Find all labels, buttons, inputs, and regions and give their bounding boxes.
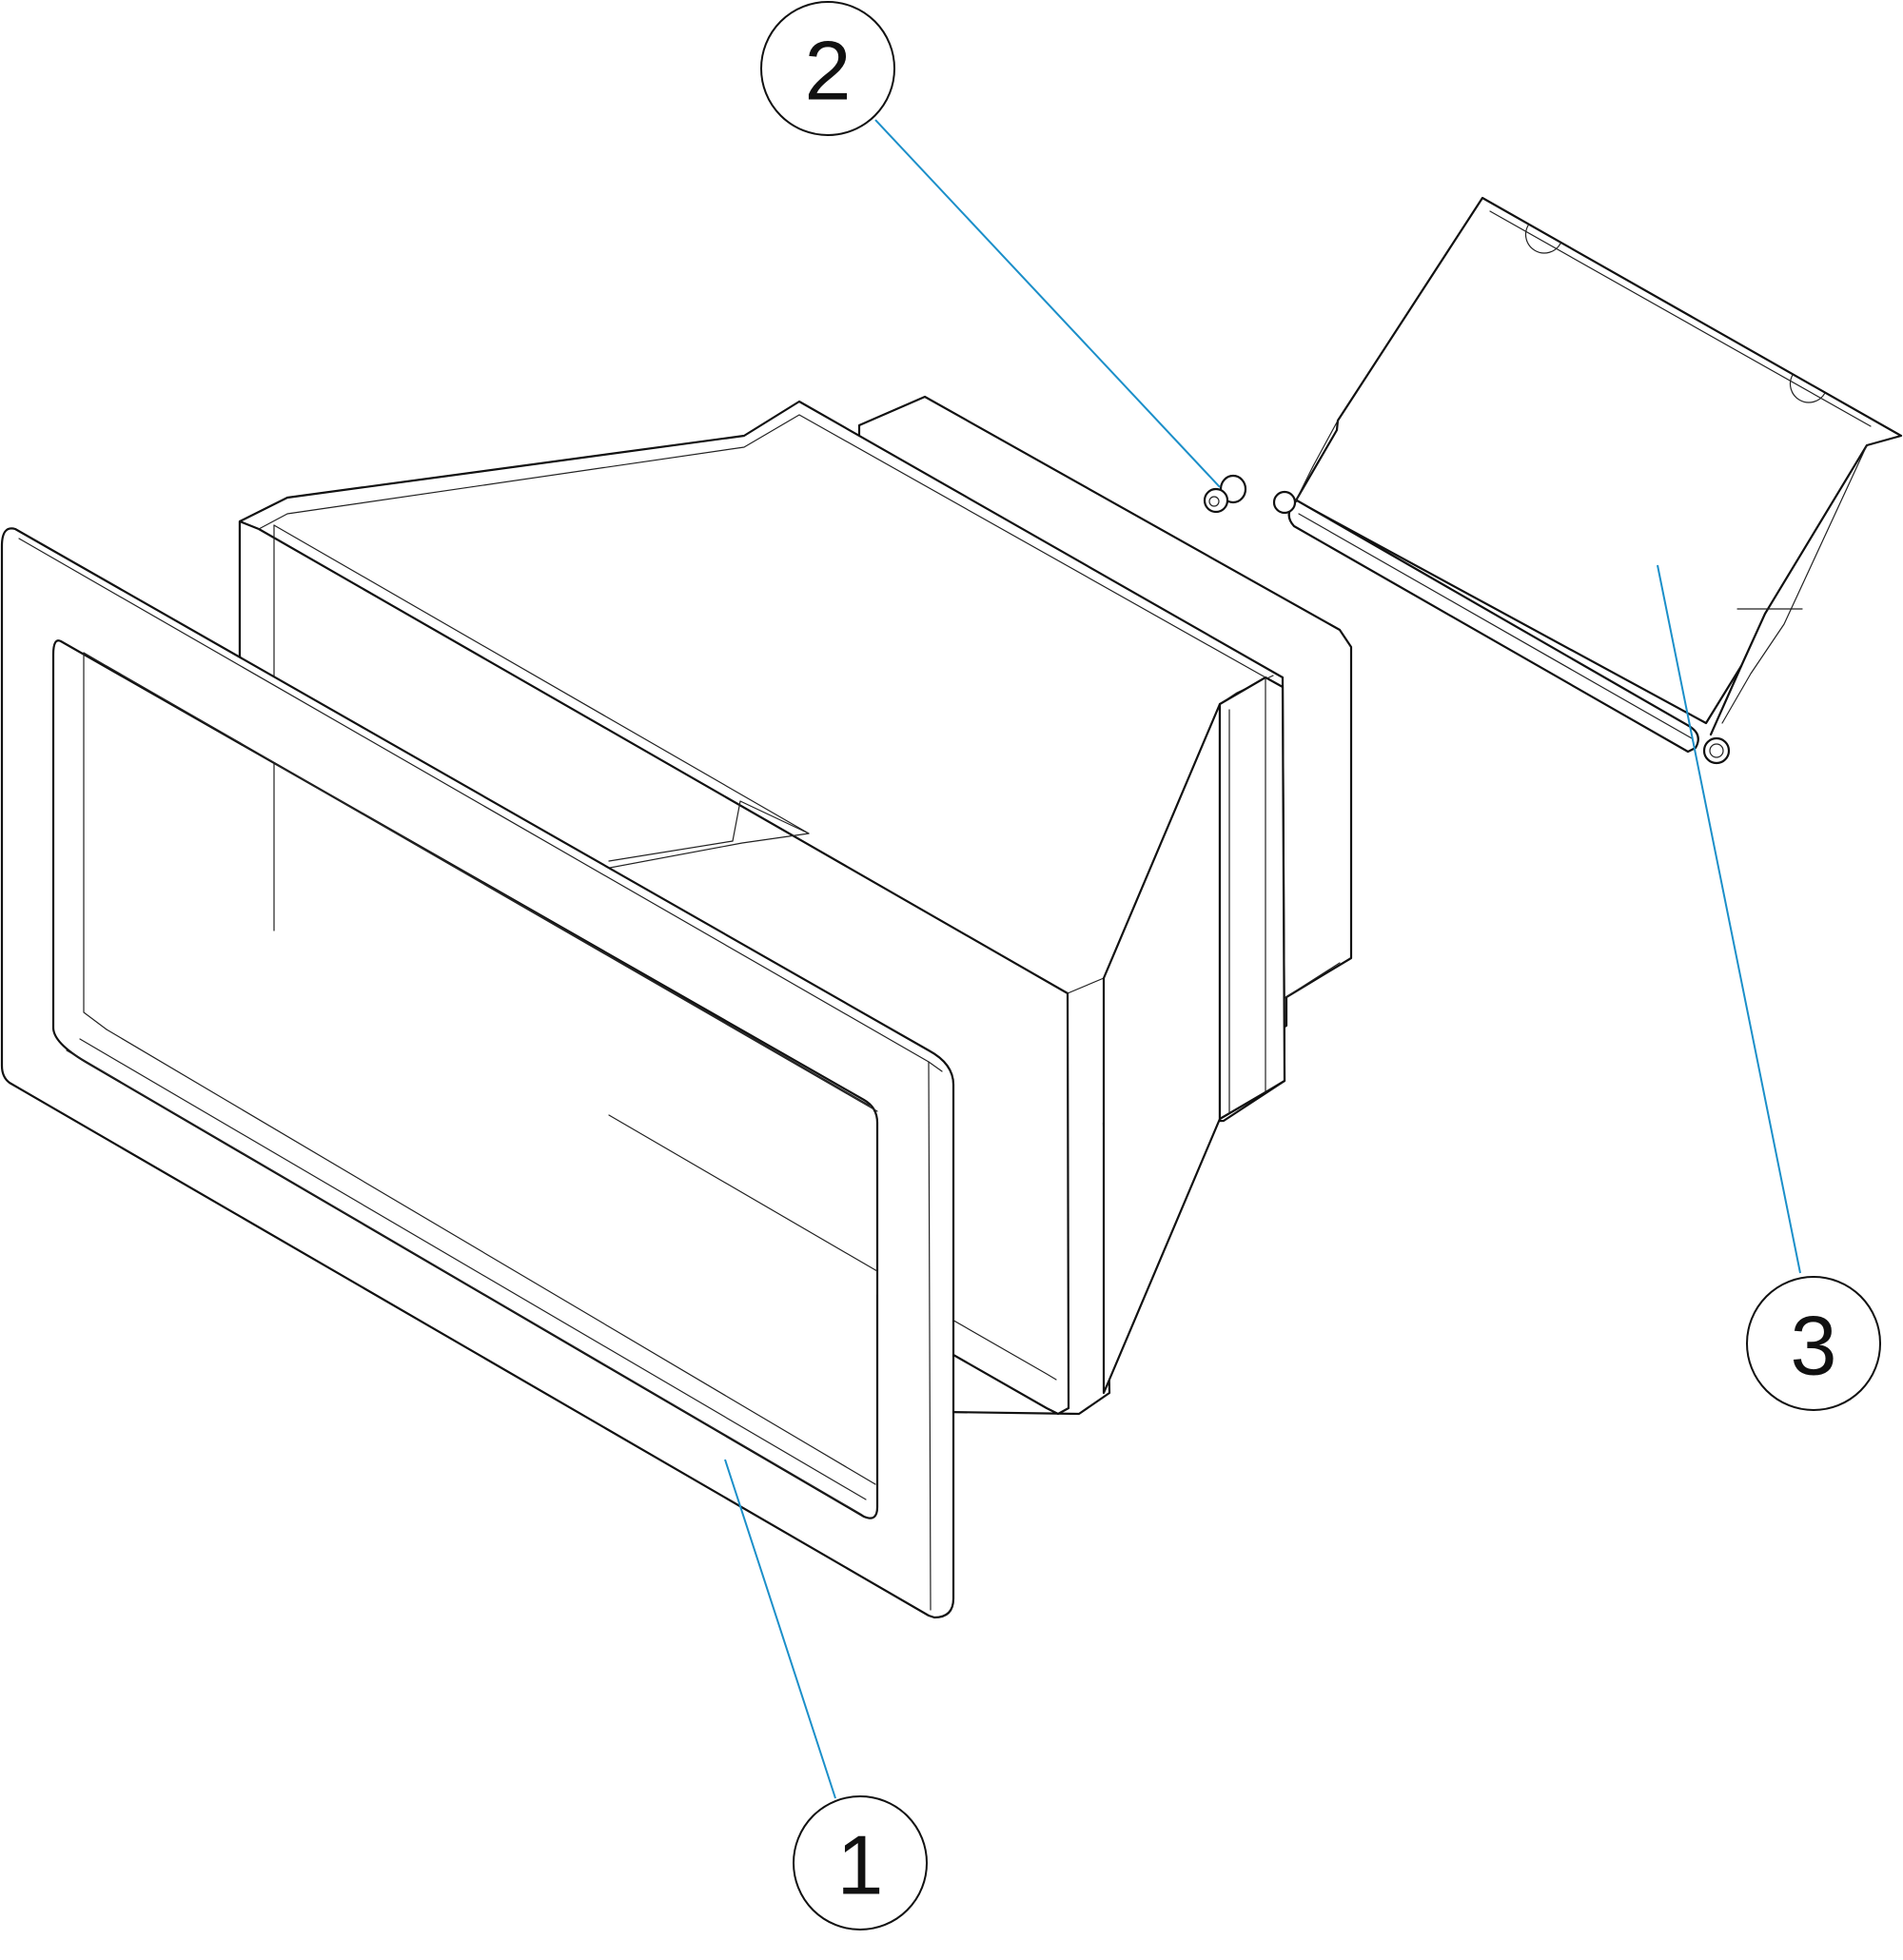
- callout-1-label: 1: [837, 1818, 884, 1912]
- housing-collar-edge: [1067, 977, 1105, 994]
- callout-2-label: 2: [805, 24, 852, 118]
- leader-line-2: [874, 119, 1221, 488]
- frame-bevel-right: [928, 1061, 932, 1611]
- frame-lip-bottom-3: [66, 1049, 863, 1516]
- frame-view-line-2: [273, 762, 878, 1112]
- plug-head: [1203, 487, 1229, 514]
- flap-right-bracket: [1709, 664, 1743, 736]
- callout-2-circle: [760, 1, 895, 136]
- flap-sheet: [1294, 196, 1903, 725]
- housing-inner-mid: [608, 840, 734, 862]
- callout-1: 1: [793, 1795, 928, 1931]
- frame-opening: [51, 639, 879, 1519]
- flap-top-bevel: [1489, 210, 1872, 427]
- frame-lip-left: [83, 652, 108, 1030]
- hinge-pin-right-inner: [1709, 743, 1724, 758]
- callout-3-label: 3: [1791, 1299, 1837, 1393]
- callout-2: 2: [760, 1, 895, 136]
- callout-3: 3: [1746, 1276, 1881, 1411]
- plug-hole: [1208, 496, 1220, 507]
- hinge-pin-left: [1272, 490, 1297, 515]
- frame-view-line-4: [608, 1114, 878, 1272]
- frame-lip-bottom-2: [79, 1038, 867, 1500]
- frame-lip-bottom-1: [106, 1029, 876, 1485]
- flap-notch-left: [1524, 225, 1561, 254]
- part-plug: [1203, 474, 1247, 514]
- part-flap: [1272, 196, 1903, 765]
- hinge-pin-right: [1702, 736, 1731, 765]
- frame-view-line-1: [106, 665, 871, 1107]
- housing-inner-top: [273, 524, 810, 834]
- leader-line-1: [724, 1459, 836, 1799]
- callout-3-circle: [1746, 1276, 1881, 1411]
- housing-inner-back: [732, 800, 810, 842]
- flap-right-edge: [1721, 444, 1868, 724]
- flap-left-bracket: [1295, 420, 1339, 501]
- callout-1-circle: [793, 1795, 928, 1931]
- housing-top-edge: [258, 414, 1266, 678]
- hinge-rod-line: [1298, 513, 1693, 739]
- part-frame: [0, 527, 955, 1619]
- flap-notch-right: [1789, 374, 1826, 403]
- leader-line-3: [1657, 564, 1801, 1274]
